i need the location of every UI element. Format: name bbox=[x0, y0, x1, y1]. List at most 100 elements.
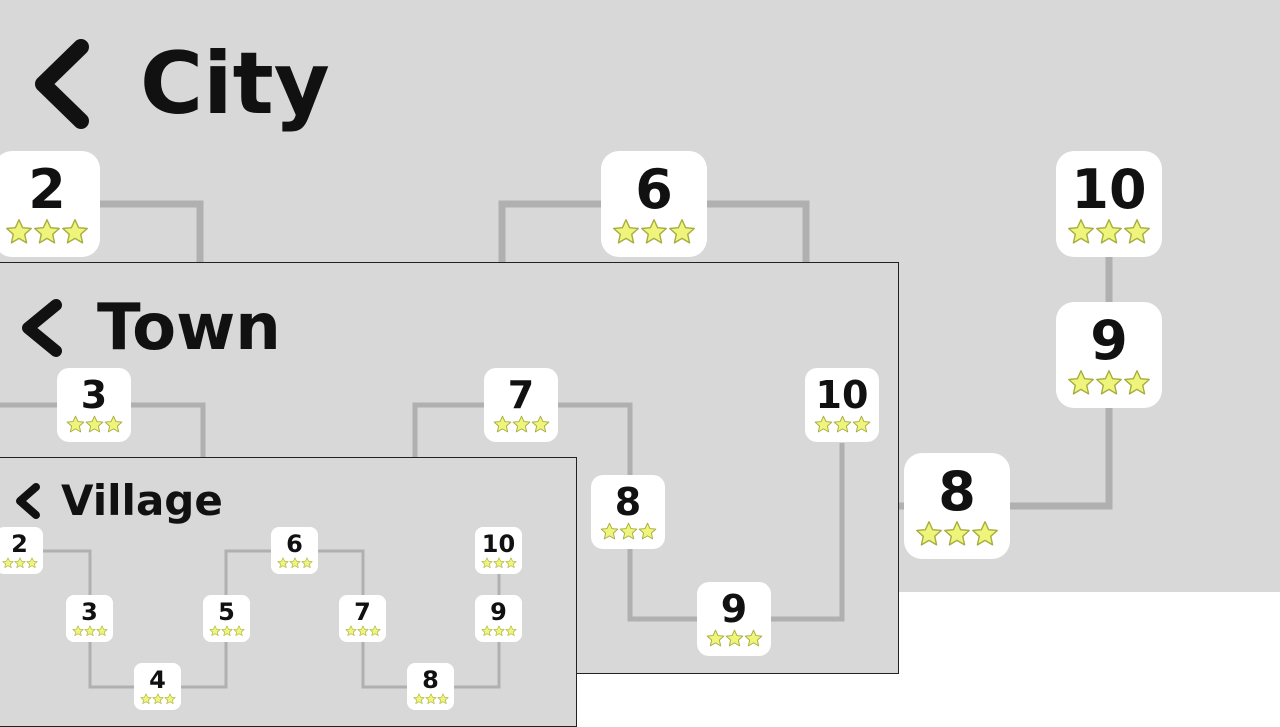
level-star-rating bbox=[706, 629, 763, 648]
level-star-rating bbox=[1067, 218, 1151, 246]
city-header: City bbox=[34, 34, 330, 134]
level-number: 9 bbox=[720, 587, 748, 631]
star-icon bbox=[613, 218, 639, 244]
star-icon bbox=[641, 218, 667, 244]
village-level-4-button[interactable]: 4 bbox=[134, 663, 181, 710]
star-icon bbox=[814, 415, 832, 433]
star-icon bbox=[916, 520, 942, 546]
star-icon bbox=[344, 625, 357, 636]
star-icon bbox=[1, 557, 14, 568]
star-icon bbox=[104, 415, 122, 433]
star-icon bbox=[531, 415, 549, 433]
star-icon bbox=[706, 629, 724, 647]
town-back-button[interactable] bbox=[21, 298, 63, 358]
village-level-5-button[interactable]: 5 bbox=[203, 595, 250, 642]
star-icon bbox=[6, 218, 32, 244]
village-back-button[interactable] bbox=[15, 482, 41, 520]
level-number: 10 bbox=[481, 530, 516, 558]
village-level-10-button[interactable]: 10 bbox=[475, 527, 522, 574]
level-star-rating bbox=[493, 415, 550, 434]
star-icon bbox=[944, 520, 970, 546]
village-level-3-button[interactable]: 3 bbox=[66, 595, 113, 642]
star-icon bbox=[492, 557, 505, 568]
city-level-10-button[interactable]: 10 bbox=[1056, 151, 1162, 257]
star-icon bbox=[95, 625, 108, 636]
level-number: 6 bbox=[286, 530, 303, 558]
town-level-8-button[interactable]: 8 bbox=[591, 475, 665, 549]
level-star-rating bbox=[276, 557, 313, 569]
city-level-2-button[interactable]: 2 bbox=[0, 151, 100, 257]
star-icon bbox=[669, 218, 695, 244]
star-icon bbox=[208, 625, 221, 636]
city-level-9-button[interactable]: 9 bbox=[1056, 302, 1162, 408]
level-number: 6 bbox=[635, 157, 673, 221]
level-number: 10 bbox=[1071, 157, 1147, 221]
town-level-9-button[interactable]: 9 bbox=[697, 582, 771, 656]
level-number: 2 bbox=[28, 157, 66, 221]
star-icon bbox=[1124, 218, 1150, 244]
star-icon bbox=[725, 629, 743, 647]
level-star-rating bbox=[600, 522, 657, 541]
village-title: Village bbox=[61, 476, 223, 525]
town-title: Town bbox=[97, 291, 281, 365]
level-star-rating bbox=[139, 693, 176, 705]
level-star-rating bbox=[1067, 369, 1151, 397]
level-number: 7 bbox=[507, 373, 535, 417]
level-number: 2 bbox=[11, 530, 28, 558]
star-icon bbox=[276, 557, 289, 568]
star-icon bbox=[424, 693, 437, 704]
level-number: 8 bbox=[422, 666, 439, 694]
village-level-2-button[interactable]: 2 bbox=[0, 527, 43, 574]
star-icon bbox=[288, 557, 301, 568]
star-icon bbox=[1096, 218, 1122, 244]
star-icon bbox=[71, 625, 84, 636]
chevron-left-icon bbox=[16, 482, 40, 519]
level-number: 4 bbox=[149, 666, 166, 694]
village-header: Village bbox=[15, 476, 223, 525]
chevron-left-icon bbox=[35, 39, 89, 129]
level-star-rating bbox=[5, 218, 89, 246]
level-star-rating bbox=[612, 218, 696, 246]
star-icon bbox=[232, 625, 245, 636]
level-star-rating bbox=[915, 520, 999, 548]
level-star-rating bbox=[1, 557, 38, 569]
city-level-8-button[interactable]: 8 bbox=[904, 453, 1010, 559]
town-level-3-button[interactable]: 3 bbox=[57, 368, 131, 442]
level-number: 10 bbox=[815, 373, 869, 417]
star-icon bbox=[66, 415, 84, 433]
level-number: 8 bbox=[938, 459, 976, 523]
star-icon bbox=[600, 522, 618, 540]
level-star-rating bbox=[71, 625, 108, 637]
level-star-rating bbox=[480, 557, 517, 569]
village-level-8-button[interactable]: 8 bbox=[407, 663, 454, 710]
star-icon bbox=[436, 693, 449, 704]
star-icon bbox=[504, 557, 517, 568]
star-icon bbox=[480, 625, 493, 636]
star-icon bbox=[833, 415, 851, 433]
town-level-10-button[interactable]: 10 bbox=[805, 368, 879, 442]
village-level-7-button[interactable]: 7 bbox=[339, 595, 386, 642]
star-icon bbox=[1068, 218, 1094, 244]
star-icon bbox=[300, 557, 313, 568]
star-icon bbox=[492, 625, 505, 636]
village-level-map-panel: Village 2 3 4 5 6 7 8 9 10 bbox=[0, 457, 577, 727]
village-level-9-button[interactable]: 9 bbox=[475, 595, 522, 642]
level-number: 5 bbox=[218, 598, 235, 626]
level-number: 3 bbox=[80, 373, 108, 417]
town-level-7-button[interactable]: 7 bbox=[484, 368, 558, 442]
level-star-rating bbox=[814, 415, 871, 434]
level-number: 7 bbox=[354, 598, 371, 626]
star-icon bbox=[13, 557, 26, 568]
city-title: City bbox=[140, 34, 330, 134]
level-star-rating bbox=[208, 625, 245, 637]
city-back-button[interactable] bbox=[34, 38, 90, 130]
level-star-rating bbox=[66, 415, 123, 434]
star-icon bbox=[512, 415, 530, 433]
star-icon bbox=[368, 625, 381, 636]
star-icon bbox=[1124, 369, 1150, 395]
star-icon bbox=[62, 218, 88, 244]
city-level-6-button[interactable]: 6 bbox=[601, 151, 707, 257]
village-level-6-button[interactable]: 6 bbox=[271, 527, 318, 574]
star-icon bbox=[1068, 369, 1094, 395]
star-icon bbox=[638, 522, 656, 540]
